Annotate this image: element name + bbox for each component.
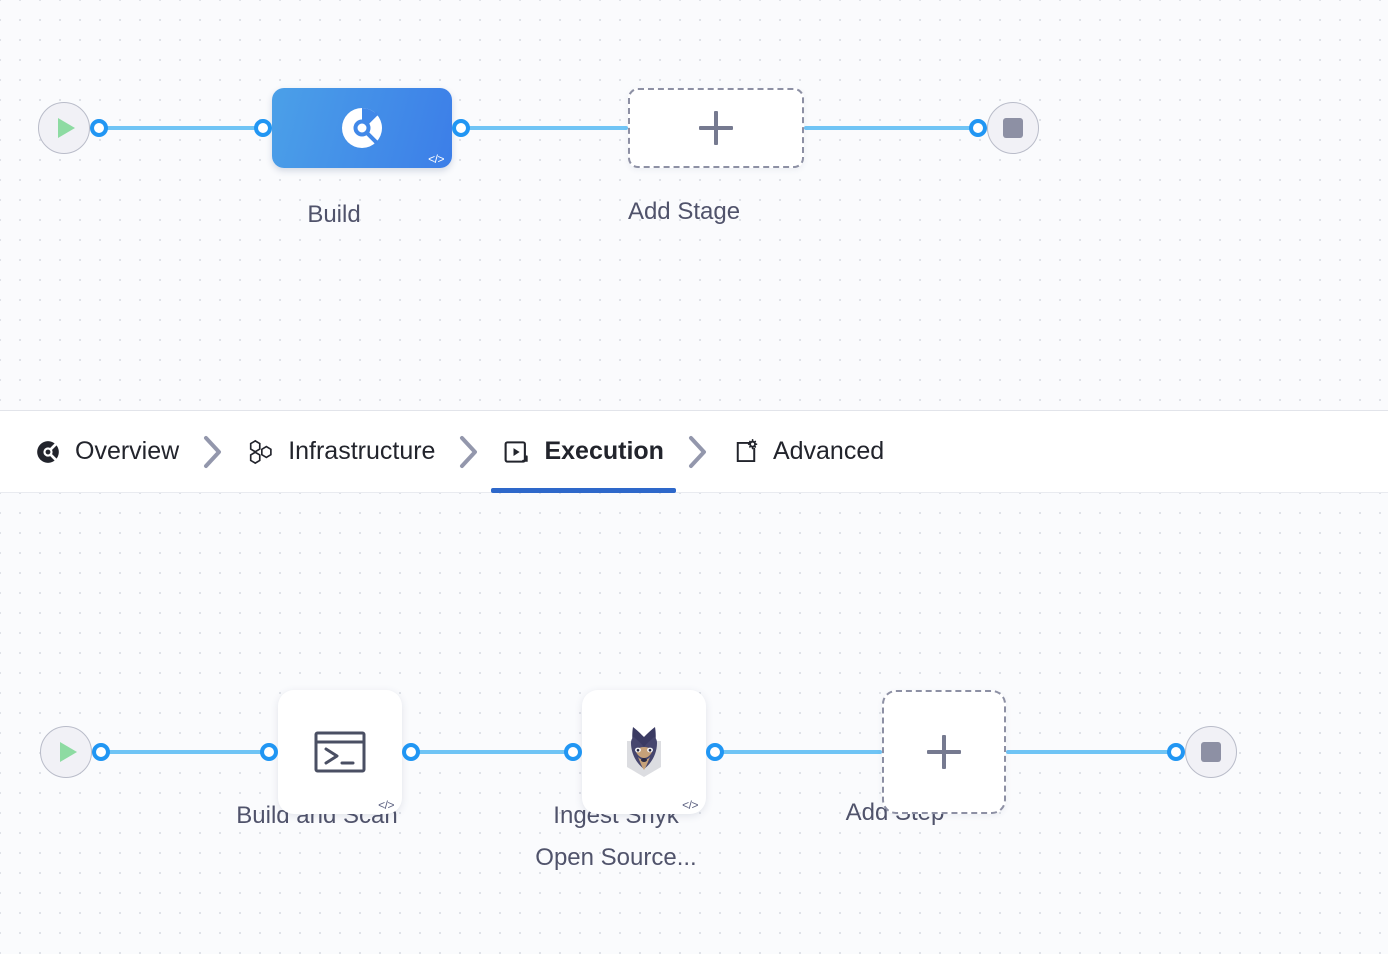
stage-pipeline-row: </> (38, 88, 1039, 168)
stop-icon (1201, 742, 1221, 762)
port-buildscan-out[interactable] (402, 743, 420, 761)
code-badge-icon: </> (428, 152, 444, 166)
tab-label-advanced: Advanced (772, 437, 885, 465)
pipeline-start-node[interactable] (38, 102, 90, 154)
port-buildscan-in[interactable] (260, 743, 278, 761)
ci-build-icon (342, 108, 382, 148)
port-end-in[interactable] (969, 119, 987, 137)
step-pipeline-row: </> </> (40, 690, 1237, 814)
port-exec-start-out[interactable] (92, 743, 110, 761)
step-node-ingest-snyk[interactable]: </> (582, 690, 706, 814)
play-box-icon (503, 438, 531, 466)
edge-buildscan-to-snyk (418, 750, 566, 754)
edge-start-to-build (106, 126, 256, 130)
port-snyk-out[interactable] (706, 743, 724, 761)
stage-label-build: Build (307, 201, 361, 228)
chevron-right-icon (183, 434, 243, 470)
snyk-dog-icon (627, 727, 661, 777)
edge-start-to-buildscan (108, 750, 262, 754)
port-build-in[interactable] (254, 119, 272, 137)
edge-addstep-to-end (1006, 750, 1169, 754)
step-node-build-and-scan[interactable]: </> (278, 690, 402, 814)
plus-icon (927, 735, 961, 769)
port-snyk-in[interactable] (564, 743, 582, 761)
stage-config-tabs: Overview Infrastructure Exec (0, 410, 1388, 493)
gear-box-icon (732, 438, 760, 466)
execution-steps-canvas[interactable]: </> </> (0, 493, 1388, 954)
tab-label-execution: Execution (544, 437, 664, 465)
hexagons-icon (247, 438, 275, 466)
edge-snyk-to-addstep (722, 750, 882, 754)
execution-start-node[interactable] (40, 726, 92, 778)
edge-addstage-to-end (804, 126, 971, 130)
code-badge-icon: </> (682, 798, 698, 812)
edge-build-to-addstage (468, 126, 628, 130)
stage-node-build[interactable]: </> (272, 88, 452, 168)
terminal-icon (314, 731, 366, 773)
tab-infrastructure[interactable]: Infrastructure (243, 411, 439, 493)
play-icon (58, 118, 75, 138)
pipeline-end-node[interactable] (987, 102, 1039, 154)
code-badge-icon: </> (378, 798, 394, 812)
play-icon (60, 742, 77, 762)
add-step-node[interactable] (882, 690, 1006, 814)
execution-end-node[interactable] (1185, 726, 1237, 778)
port-start-out[interactable] (90, 119, 108, 137)
stage-graph-canvas[interactable]: </> Build Add Stage (0, 0, 1388, 410)
stage-label-add-stage: Add Stage (627, 198, 741, 225)
tab-execution[interactable]: Execution (491, 411, 677, 493)
ci-overview-icon (34, 438, 62, 466)
port-exec-end-in[interactable] (1167, 743, 1185, 761)
tab-advanced[interactable]: Advanced (728, 411, 888, 493)
tab-label-infrastructure: Infrastructure (288, 437, 436, 465)
tab-label-overview: Overview (75, 437, 180, 465)
port-build-out[interactable] (452, 119, 470, 137)
add-stage-node[interactable] (628, 88, 804, 168)
chevron-right-icon (439, 434, 499, 470)
stop-icon (1003, 118, 1023, 138)
plus-icon (699, 111, 733, 145)
chevron-right-icon (668, 434, 728, 470)
tab-overview[interactable]: Overview (30, 411, 183, 493)
